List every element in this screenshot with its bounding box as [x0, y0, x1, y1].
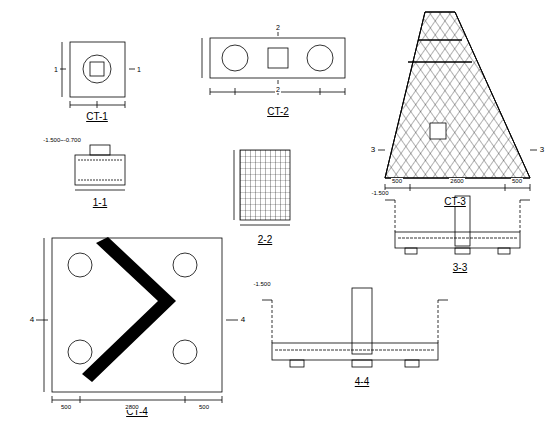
dimension-text: 500	[198, 404, 210, 410]
view-title: 1-1	[92, 198, 108, 208]
view-title: 2-2	[257, 235, 273, 245]
dimension-text: 500	[391, 178, 403, 184]
dimension-text: -1.500	[252, 281, 271, 287]
dimension-text: 3	[370, 146, 376, 154]
dimension-text: 2600	[449, 178, 464, 184]
dimension-text: -1.500	[370, 190, 389, 196]
view-title: 3-3	[452, 263, 468, 273]
view-title: CT-1	[85, 112, 109, 122]
view-title: 4-4	[354, 377, 370, 387]
dimension-text: 2	[275, 24, 281, 31]
dimension-text: 1	[136, 66, 142, 73]
dimension-text: 500	[511, 178, 523, 184]
dimension-text: -1.500~-0.700	[42, 137, 82, 143]
dimension-text: 2800	[124, 404, 139, 410]
dimension-text: 2	[275, 86, 281, 93]
dimension-text: 4	[240, 316, 246, 324]
view-title: CT-3	[443, 197, 467, 207]
dimension-text: 3	[539, 146, 545, 154]
dimension-text: 1	[53, 66, 59, 73]
dimension-text: 4	[29, 316, 35, 324]
dimension-text: 500	[60, 404, 72, 410]
view-title: CT-2	[266, 107, 290, 117]
